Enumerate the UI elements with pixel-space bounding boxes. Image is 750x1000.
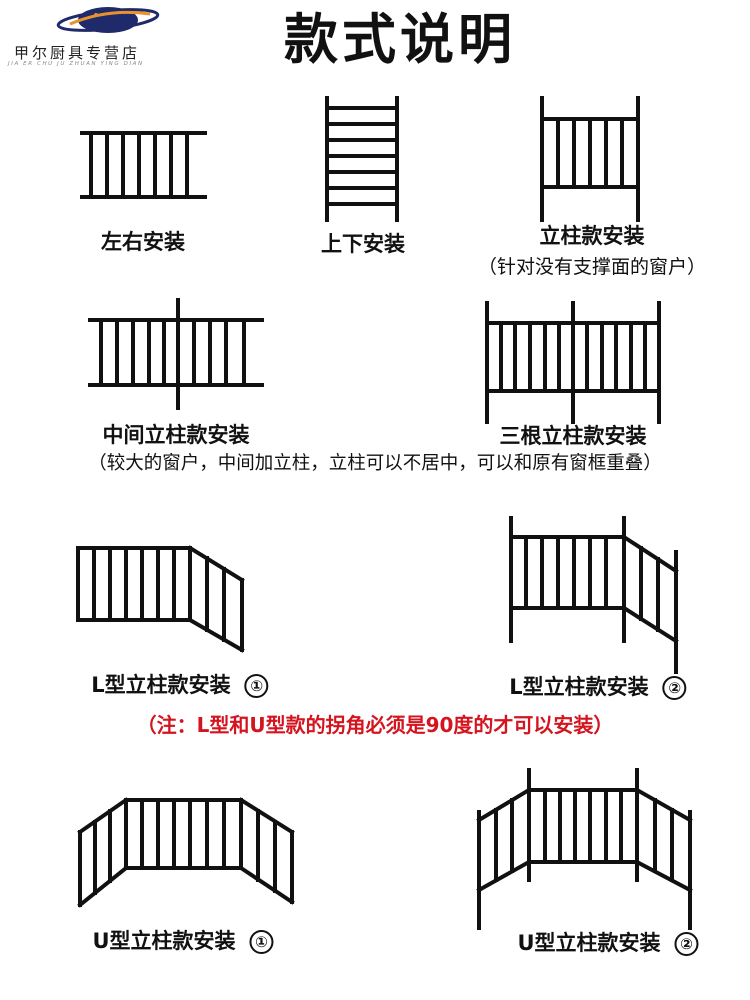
fence-u-shape-2-icon	[476, 768, 693, 930]
note-middle-post: （较大的窗户，中间加立柱，立柱可以不居中，可以和原有窗框重叠）	[88, 453, 662, 474]
store-pinyin: JIA ER CHU JU ZHUAN YING DIAN	[8, 61, 144, 67]
store-name: 甲尔厨具专营店	[14, 44, 141, 62]
fence-three-posts-icon	[485, 301, 661, 424]
fence-posts-icon	[540, 96, 640, 222]
label-l-shape-1: L型立柱款安装 ①	[91, 672, 269, 698]
note-posts: （针对没有支撑面的窗户）	[477, 256, 707, 278]
fence-middle-post-icon	[88, 298, 264, 410]
label-posts: 立柱款安装	[539, 224, 645, 248]
label-u-shape-2: U型立柱款安装 ②	[517, 930, 699, 956]
label-u-shape-1-text: U型立柱款安装	[92, 929, 236, 953]
store-logo: 甲尔厨具专营店 JIA ER CHU JU ZHUAN YING DIAN	[0, 0, 230, 78]
label-l-shape-1-text: L型立柱款安装	[91, 673, 231, 697]
label-l-shape-2: L型立柱款安装 ②	[509, 674, 687, 700]
number-badge: ①	[244, 674, 269, 698]
label-top-bottom: 上下安装	[321, 232, 405, 256]
label-middle-post: 中间立柱款安装	[102, 423, 250, 447]
number-badge: ②	[662, 676, 687, 700]
fence-l-shape-2-icon	[509, 516, 679, 674]
fence-u-shape-1-icon	[77, 797, 295, 908]
label-l-shape-2-text: L型立柱款安装	[509, 675, 649, 699]
label-u-shape-1: U型立柱款安装 ①	[92, 928, 274, 954]
number-badge: ①	[249, 930, 274, 954]
label-three-posts: 三根立柱款安装	[499, 424, 647, 448]
fence-l-shape-1-icon	[76, 545, 245, 653]
corner-warning: （注：L型和U型款的拐角必须是90度的才可以安装）	[136, 713, 614, 737]
label-left-right: 左右安装	[101, 230, 185, 254]
page-title: 款式说明	[284, 8, 516, 71]
label-u-shape-2-text: U型立柱款安装	[517, 931, 661, 955]
fence-top-bottom-icon	[325, 96, 399, 222]
number-badge: ②	[674, 932, 699, 956]
fence-left-right-icon	[80, 131, 207, 199]
logo-emblem-icon	[56, 7, 160, 33]
